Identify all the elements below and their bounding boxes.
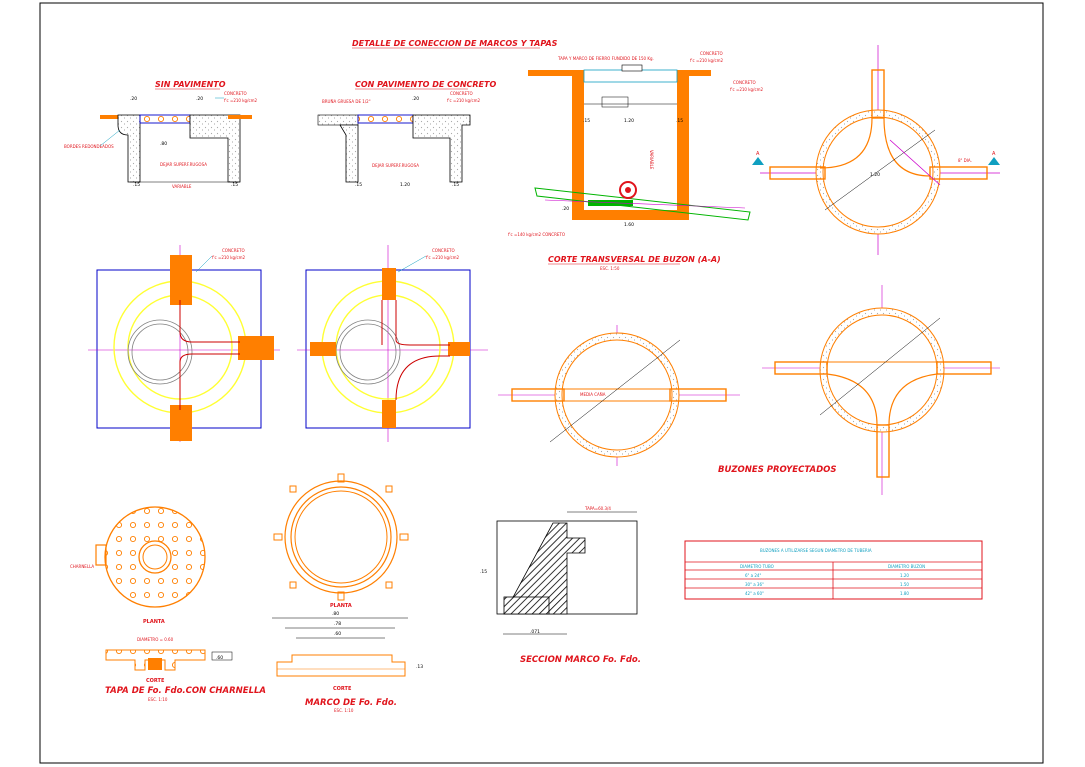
svg-text:.20: .20 [130, 96, 137, 102]
table-title: BUZONES A UTILIZARSE SEGUN DIAMETRO DE T… [760, 548, 872, 553]
plan-manhole-top-right: A A 8" DIA. 1.20 [752, 45, 1000, 255]
marco-planta-label: PLANTA [330, 603, 352, 609]
label-dia: 8" DIA. [958, 158, 972, 163]
seccion-marco-title: SECCION MARCO Fo. Fdo. [520, 655, 641, 665]
svg-text:.15: .15 [452, 182, 459, 188]
table-row-3-col-1: 42" a 60" [745, 591, 764, 596]
label-concreto-simple: f'c =140 kg/cm2 CONCRETO [508, 232, 565, 237]
tapa-title: TAPA DE Fo. Fdo.CON CHARNELLA [105, 686, 266, 696]
label-fc-2: f'c =210 kg/cm2 [447, 98, 481, 103]
buzones-table: BUZONES A UTILIZARSE SEGUN DIAMETRO DE T… [684, 540, 983, 600]
svg-text:ESC. 1:50: ESC. 1:50 [600, 266, 620, 271]
marco-corte-label: CORTE [333, 686, 352, 692]
label-dejar-1: DEJAR SUPERF.RUGOSA [160, 162, 207, 167]
svg-text:.80: .80 [332, 611, 339, 617]
label-concreto-5: CONCRETO [222, 248, 245, 253]
svg-text:1.20: 1.20 [870, 172, 880, 178]
corte-title: CORTE TRANSVERSAL DE BUZON (A-A) [548, 255, 721, 264]
label-fc-4: f'c =210 kg/cm2 [730, 87, 764, 92]
svg-text:.15: .15 [231, 182, 238, 188]
svg-text:.13: .13 [416, 664, 423, 670]
table-header-2: DIAMETRO BUZON [888, 564, 925, 569]
label-dejar-2: DEJAR SUPERF.RUGOSA [372, 163, 419, 168]
label-diametro: DIAMETRO = 0.60 [137, 637, 174, 642]
table-row-2-col-1: 30" a 36" [745, 582, 764, 587]
label-tapa-marco: TAPA Y MARCO DE FIERRO FUNDIDO DE 150 Kg… [557, 56, 654, 61]
label-bruna: BRUÑA GRUESA DE 1/2" [322, 99, 371, 104]
label-fc-3: f'c =210 kg/cm2 [690, 58, 724, 63]
svg-text:.20: .20 [412, 96, 419, 102]
buzon-proyectado-straight: MEDIA CAÑA [498, 325, 740, 466]
label-concreto-2: CONCRETO [450, 91, 473, 96]
svg-text:.78: .78 [334, 621, 341, 627]
detail-con-pavimento: CON PAVIMENTO DE CONCRETO BRUÑA GRUESA D… [317, 80, 496, 188]
label-concreto-1: CONCRETO [224, 91, 247, 96]
section-a-left: A [756, 151, 760, 157]
main-title: DETALLE DE CONECCION DE MARCOS Y TAPAS [352, 39, 558, 48]
svg-text:.20: .20 [196, 96, 203, 102]
label-concreto-3: CONCRETO [700, 51, 723, 56]
plan-frame-right: CONCRETO f'c =210 kg/cm2 [297, 245, 488, 442]
label-fc-6: f'c =210 kg/cm2 [426, 255, 460, 260]
svg-text:.071: .071 [530, 629, 540, 635]
seccion-marco: TAPA=60.3/4 .15 .071 SECCION MARCO Fo. F… [480, 506, 641, 665]
label-concreto-6: CONCRETO [432, 248, 455, 253]
svg-text:.60: .60 [334, 631, 341, 637]
buzones-proyectados-title: BUZONES PROYECTADOS [718, 465, 836, 475]
sheet-border [39, 2, 1044, 764]
svg-text:.15: .15 [583, 118, 590, 124]
svg-text:ESC. 1:10: ESC. 1:10 [334, 708, 354, 713]
marco-title: MARCO DE Fo. Fdo. [305, 698, 397, 708]
svg-text:.20: .20 [562, 206, 569, 212]
svg-text:1.20: 1.20 [400, 182, 410, 188]
corte-transversal: TAPA Y MARCO DE FIERRO FUNDIDO DE 150 Kg… [508, 51, 764, 271]
table-header-1: DIAMETRO TUBO [740, 564, 774, 569]
label-media-cana: MEDIA CAÑA [580, 392, 606, 397]
table-row-2-col-2: 1.50 [900, 582, 909, 587]
tapa-planta: CHARNELLA PLANTA DIAMETRO = 0.60 .60 COR… [70, 506, 266, 702]
plan-frame-left: CONCRETO f'c =210 kg/cm2 [88, 245, 280, 442]
label-variable-2: VARIABLE [649, 150, 654, 170]
label-concreto-4: CONCRETO [733, 80, 756, 85]
svg-text:.15: .15 [355, 182, 362, 188]
section-a-right: A [992, 151, 996, 157]
svg-text:.15: .15 [676, 118, 683, 124]
label-tapa-60: TAPA=60.3/4 [584, 506, 611, 511]
label-variable-1: VARIABLE [172, 184, 192, 189]
table-row-1-col-1: 6" a 24" [745, 573, 761, 578]
label-fc-5: f'c =210 kg/cm2 [212, 255, 246, 260]
svg-text:.80: .80 [160, 141, 167, 147]
svg-text:1.60: 1.60 [624, 222, 634, 228]
svg-text:.15: .15 [480, 569, 487, 575]
detail-sin-pavimento: SIN PAVIMENTO CONCRETO f'c =210 kg/cm2 B… [64, 80, 258, 189]
label-bordes: BORDES REDONDEADOS [64, 144, 114, 149]
tapa-planta-label: PLANTA [143, 619, 165, 625]
marco-planta: PLANTA .80 .78 .60 .13 CORTE MARCO DE Fo… [272, 473, 423, 713]
svg-text:.60: .60 [216, 655, 223, 661]
table-row-3-col-2: 1.80 [900, 591, 909, 596]
label-charnella: CHARNELLA [70, 564, 94, 569]
con-pavimento-title: CON PAVIMENTO DE CONCRETO [355, 80, 496, 89]
svg-text:.15: .15 [133, 182, 140, 188]
sin-pavimento-title: SIN PAVIMENTO [155, 80, 226, 89]
svg-text:ESC. 1:10: ESC. 1:10 [148, 697, 168, 702]
tapa-corte-label: CORTE [146, 678, 165, 684]
table-row-1-col-2: 1.20 [900, 573, 909, 578]
buzon-proyectado-tee: BUZONES PROYECTADOS [718, 285, 1000, 495]
svg-text:1.20: 1.20 [624, 118, 634, 124]
label-fc-1: f'c =210 kg/cm2 [224, 98, 258, 103]
